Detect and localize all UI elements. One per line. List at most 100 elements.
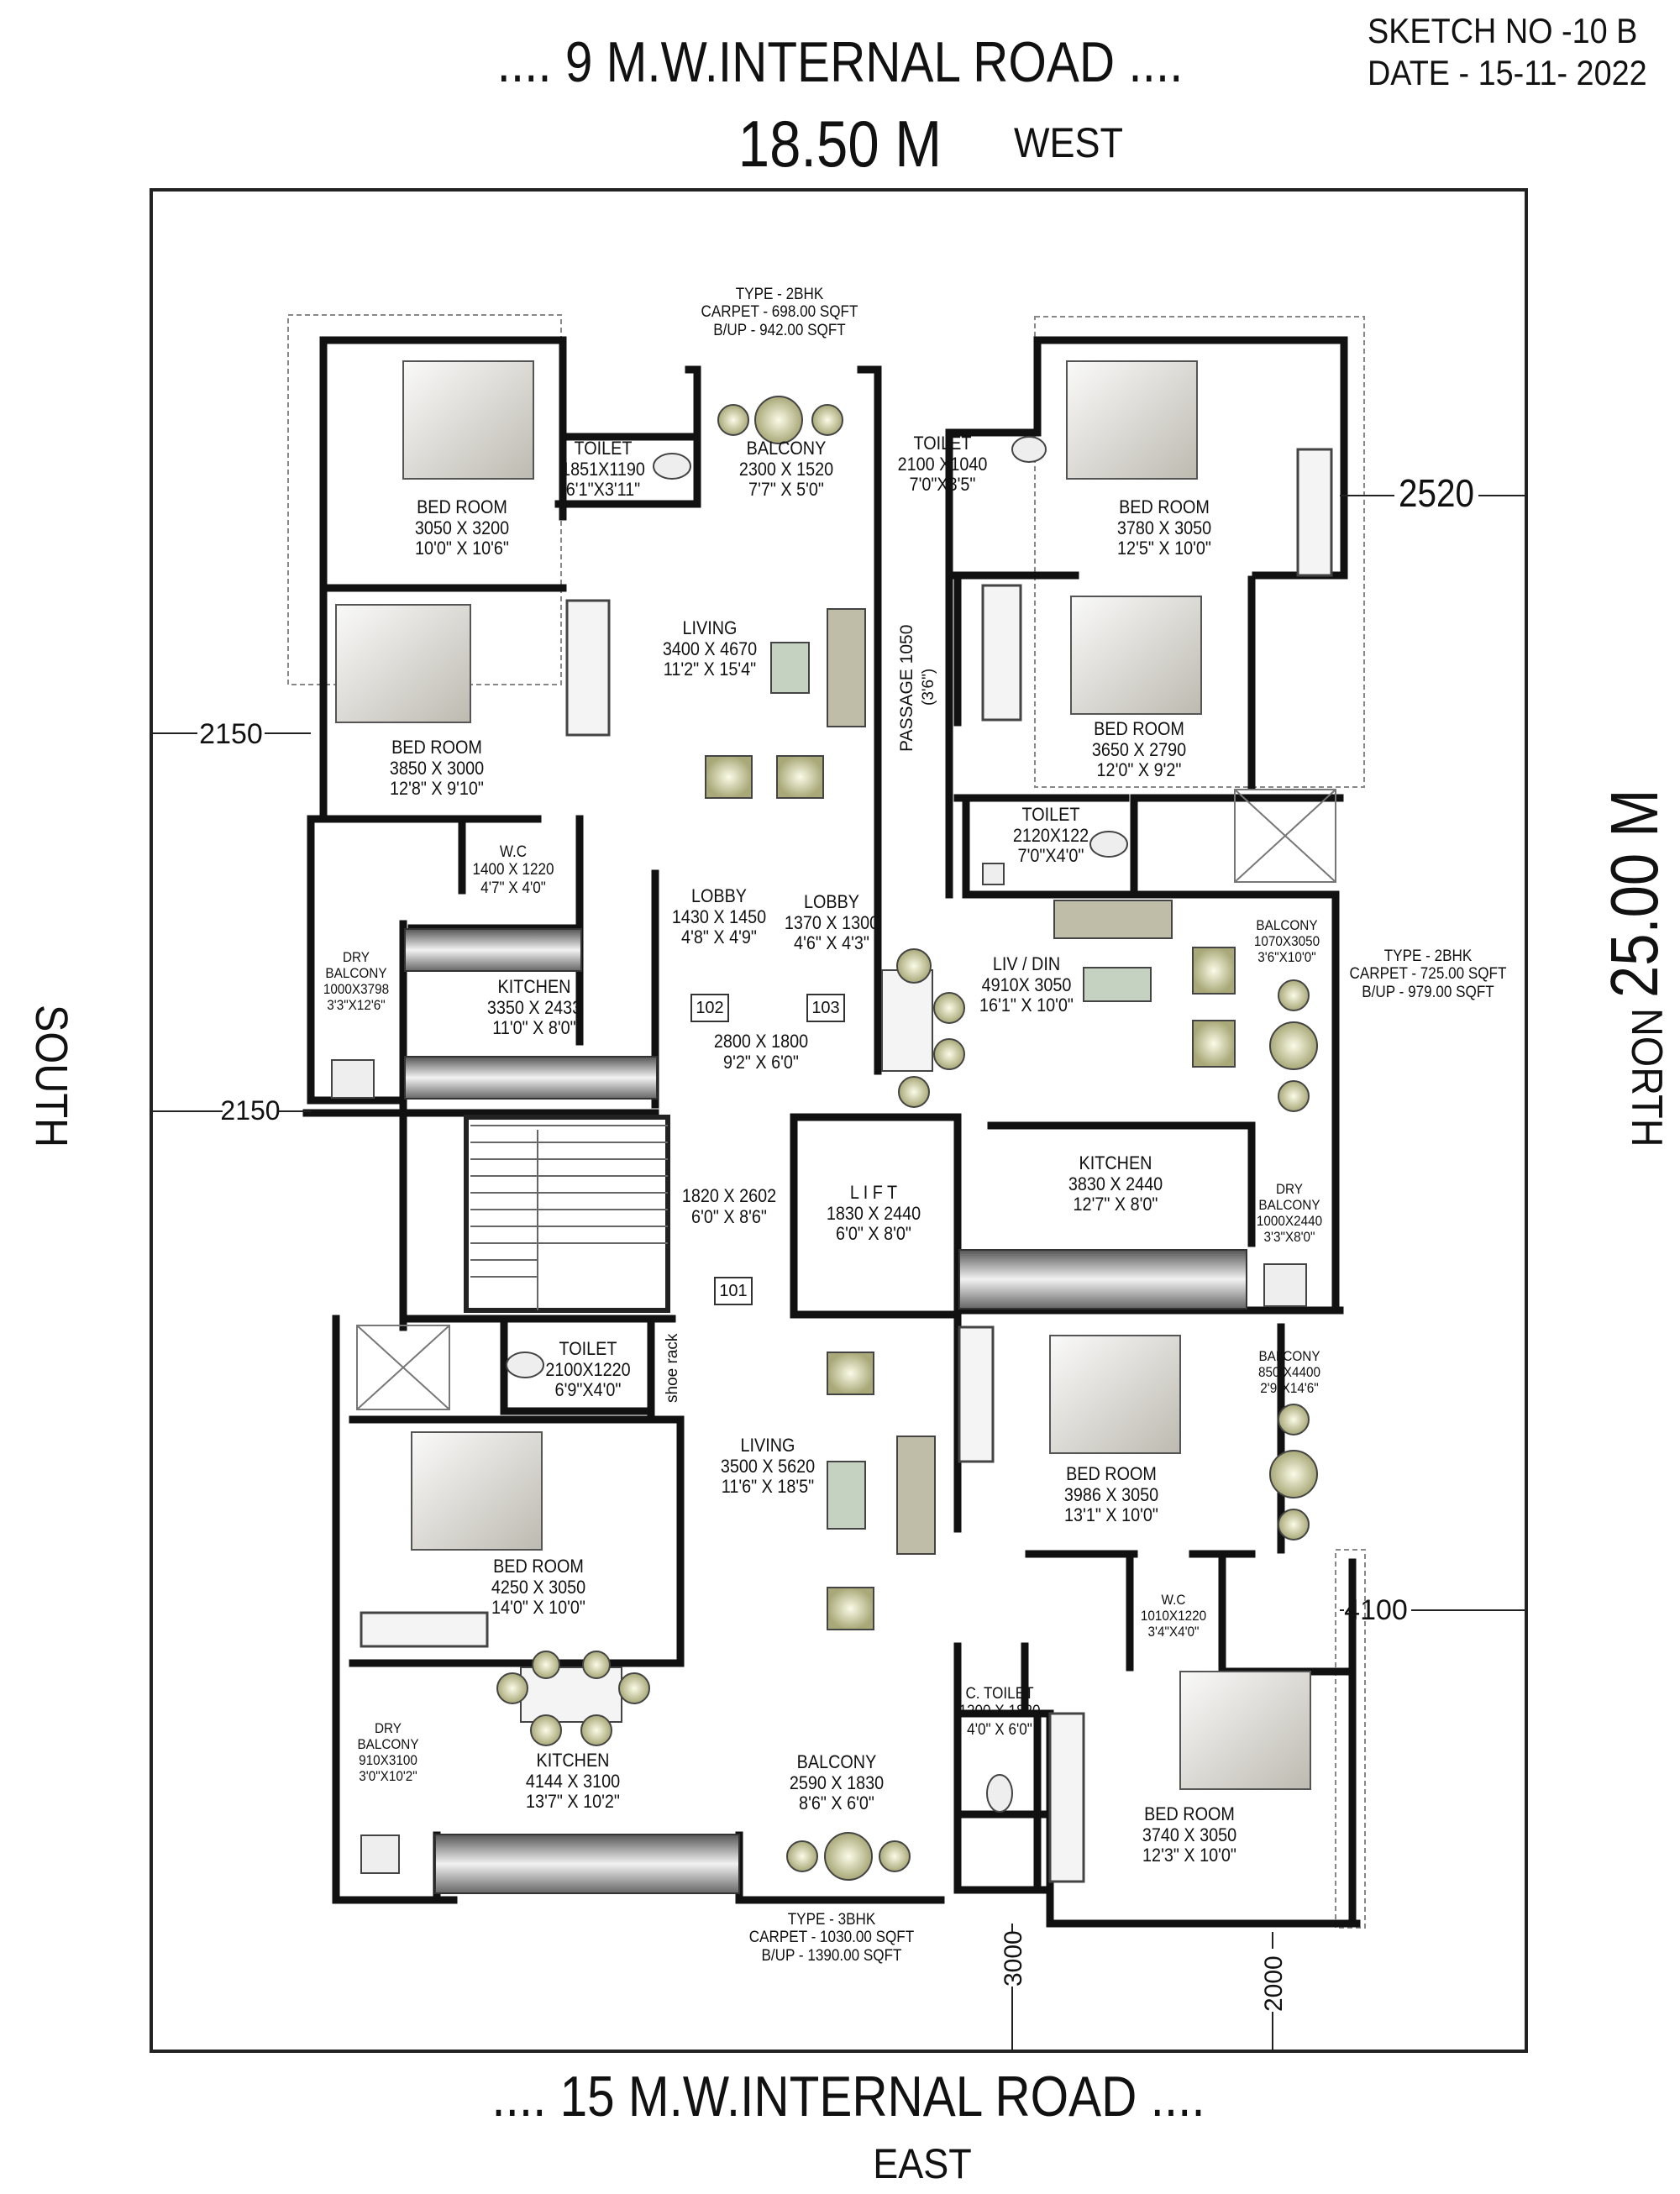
room-name: DRY (342, 949, 370, 965)
room-size-ft: 12'5" X 10'0" (1117, 538, 1211, 559)
north-length-label: 25.00 M (1596, 789, 1673, 998)
room-name: KITCHEN (1079, 1152, 1152, 1173)
room-name: PASSAGE 1050 (897, 624, 916, 752)
room-size-ft: 3'4"X4'0" (1147, 1624, 1200, 1640)
room-size-mm: 1830 X 2440 (826, 1202, 921, 1224)
room-size-mm: 2100 X1040 (897, 453, 988, 475)
room-name: BED ROOM (1119, 496, 1210, 517)
room-size-ft: 3'0"X10'2" (359, 1768, 417, 1785)
room-size-ft: 14'0" X 10'0" (491, 1597, 585, 1619)
room-size-ft: 7'0"X3'5" (909, 474, 976, 496)
room-size-mm: 2100X1220 (545, 1358, 631, 1380)
unit-type: TYPE - 2BHK (735, 286, 824, 303)
room-size-mm: 1010X1220 (1140, 1608, 1207, 1625)
room-size-ft: 7'0"X4'0" (1017, 845, 1084, 867)
room-size-ft: 8'6" X 6'0" (799, 1792, 874, 1814)
room-size-mm: 3740 X 3050 (1142, 1824, 1237, 1845)
room-size-mm: 1070X3050 (1253, 933, 1320, 950)
unit-carpet: CARPET - 698.00 SQFT (701, 303, 858, 322)
room-size-mm: 1370 X 1300 (784, 911, 879, 933)
dim-2000: 2000 (1260, 1955, 1288, 2012)
room-name: BALCONY (746, 438, 827, 459)
dim-2520: 2520 (1398, 471, 1475, 515)
room-name: BED ROOM (1144, 1803, 1235, 1824)
room-size-mm: 3400 X 4670 (662, 638, 758, 659)
room-size-ft: 12'7" X 8'0" (1073, 1194, 1158, 1215)
unit-bup: B/UP - 979.00 SQFT (1362, 983, 1494, 1001)
room-size-ft: 4'0" X 6'0" (967, 1720, 1032, 1739)
room-name: BED ROOM (391, 737, 482, 758)
room-name: BALCONY (1256, 917, 1318, 933)
sketch-info: SKETCH NO -10 B DATE - 15-11- 2022 (1368, 10, 1647, 95)
room-size-ft: 11'6" X 18'5" (721, 1476, 815, 1498)
east-label: EAST (873, 2140, 972, 2187)
room-size-mm: 3050 X 3200 (414, 517, 510, 538)
room-name: L I F T (849, 1182, 898, 1203)
unit-type: TYPE - 2BHK (1383, 947, 1473, 965)
room-name: DRY (1275, 1181, 1304, 1197)
room-passage-ft: (3'6") (920, 668, 937, 706)
room-name: LOBBY (803, 891, 860, 912)
room-size-mm: 910X3100 (359, 1752, 417, 1769)
room-size-mm: 4910X 3050 (981, 974, 1072, 995)
room-name-2: BALCONY (357, 1736, 419, 1753)
room-name: TOILET (574, 438, 633, 459)
room-size-mm: 3850 X 3000 (389, 757, 485, 779)
room-size-mm: 2590 X 1830 (789, 1771, 885, 1793)
room-size-mm: 3500 X 5620 (720, 1455, 816, 1477)
west-width-label: 18.50 M (738, 107, 942, 181)
room-size-ft: 10'0" X 10'6" (415, 538, 509, 559)
room-size-ft: 16'1" X 10'0" (979, 995, 1074, 1016)
room-size-ft: 6'0" X 8'6" (691, 1205, 767, 1227)
unit-type-bottom: TYPE - 3BHK CARPET - 1030.00 SQFT B/UP -… (749, 1911, 914, 1965)
room-name: LIVING (740, 1435, 795, 1456)
room-name-2: BALCONY (325, 965, 387, 982)
room-size-ft: 3'3"X12'6" (327, 997, 386, 1014)
room-passage: PASSAGE 1050 (897, 625, 917, 752)
south-label: SOUTH (26, 1005, 76, 1148)
bottom-road-label: .... 15 M.W.INTERNAL ROAD .... (491, 2065, 1205, 2128)
shoe-rack-label: shoe rack (664, 1333, 681, 1403)
room-size-ft: 11'2" X 15'4" (663, 659, 757, 680)
dim-3000: 3000 (1000, 1930, 1027, 1987)
room-name: LIV / DIN (992, 953, 1061, 974)
room-size-ft: 13'1" X 10'0" (1064, 1504, 1158, 1526)
room-name: BALCONY (796, 1751, 877, 1772)
room-size-mm: 1000X3798 (323, 981, 390, 998)
room-size-ft: 6'0" X 8'0" (836, 1223, 911, 1245)
dim-2150-bottom: 2150 (220, 1095, 281, 1126)
room-size-mm: 1000X2440 (1256, 1213, 1323, 1230)
room-size-mm: 3780 X 3050 (1116, 517, 1212, 538)
room-size-ft: 7'7" X 5'0" (748, 479, 824, 501)
room-size-mm: 4144 X 3100 (525, 1770, 621, 1792)
room-size-ft: 6'9"X4'0" (554, 1379, 622, 1401)
unit-type-top: TYPE - 2BHK CARPET - 698.00 SQFT B/UP - … (701, 286, 858, 339)
room-name: KITCHEN (497, 976, 571, 997)
sketch-number: SKETCH NO -10 B (1368, 11, 1638, 50)
unit-bup: B/UP - 1390.00 SQFT (761, 1946, 902, 1965)
length-text: 25.00 M (1597, 789, 1672, 998)
room-size-mm: 1430 X 1450 (671, 905, 767, 927)
room-size-ft: 3'6"X10'0" (1257, 949, 1316, 966)
room-size-mm: 2120X122 (1012, 824, 1089, 846)
